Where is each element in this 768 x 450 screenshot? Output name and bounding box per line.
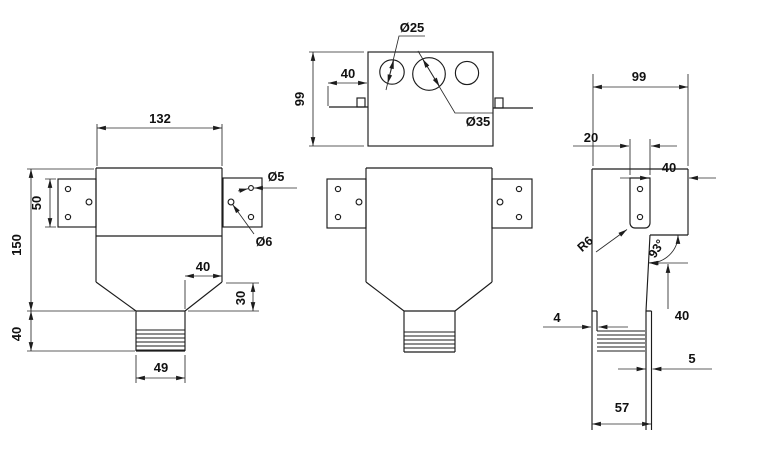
dim-side-relief-groove: 4 xyxy=(553,310,561,325)
dim-side-wall-thickness: 5 xyxy=(688,351,695,366)
dim-front-height: 150 xyxy=(9,234,24,256)
diameter-label-5: Ø5 xyxy=(268,170,285,184)
dim-front-width: 132 xyxy=(149,111,171,126)
left-tab xyxy=(356,97,366,108)
dim-front-spout-width: 49 xyxy=(154,360,168,375)
diameter-label-6: Ø6 xyxy=(256,235,273,249)
front-view-dimensions: 132 150 40 50 30 40 49 Ø5 Ø6 xyxy=(9,111,297,383)
hole-right xyxy=(454,60,480,86)
side-view-dimensions: 99 20 40 93° 40 R6 4 5 57 xyxy=(543,69,716,427)
center-ear-holes xyxy=(334,185,523,221)
front-thread-lines xyxy=(136,329,185,351)
dim-top-tab-offset: 40 xyxy=(341,66,355,81)
side-view-outline xyxy=(591,168,689,430)
dim-side-corner-radius: R6 xyxy=(575,233,596,254)
diameter-label-25: Ø25 xyxy=(400,20,425,35)
top-view-outline xyxy=(329,51,533,147)
center-front-view-outline xyxy=(326,167,533,353)
dim-front-ear-height: 50 xyxy=(29,196,44,210)
hole-25 xyxy=(379,59,405,85)
front-ear-holes xyxy=(64,185,255,221)
top-view-dimensions: 99 40 Ø25 Ø35 xyxy=(292,20,493,147)
right-tab xyxy=(494,97,504,109)
dim-side-depth: 99 xyxy=(632,69,646,84)
side-ear xyxy=(629,177,651,229)
diameter-label-35: Ø35 xyxy=(466,114,491,129)
dim-top-depth: 99 xyxy=(292,92,307,106)
dim-side-top-inset: 40 xyxy=(662,160,676,175)
dim-side-spout-depth: 57 xyxy=(615,400,629,415)
hole-35 xyxy=(412,57,446,91)
side-thread-lines xyxy=(597,330,645,352)
dim-side-wall-drop: 40 xyxy=(675,308,689,323)
dim-front-slope-inset: 40 xyxy=(196,259,210,274)
front-view-outline xyxy=(57,167,263,352)
dim-front-slope-height: 30 xyxy=(233,291,248,305)
dim-front-spout-height: 40 xyxy=(9,327,24,341)
center-thread-lines xyxy=(404,331,455,349)
dim-side-ear-thickness: 20 xyxy=(584,130,598,145)
